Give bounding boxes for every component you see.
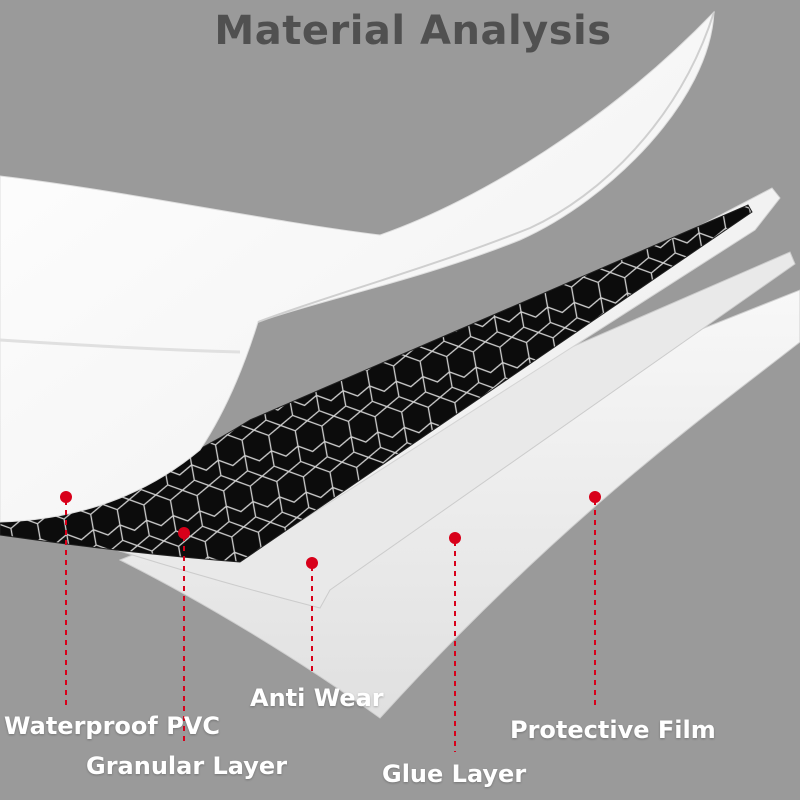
marker-dot-film [589,491,601,503]
protective-film-layer [118,289,800,719]
marker-dot-anti-wear [306,557,318,569]
label-glue-layer: Glue Layer [382,760,527,788]
waterproof-pvc-sheet [0,10,715,523]
marker-dot-glue [449,532,461,544]
pvc-fold-shadow [0,338,241,354]
marker-dot-pvc [60,491,72,503]
page-title: Material Analysis [214,8,612,54]
label-protective-film: Protective Film [510,716,716,744]
marker-dot-granular [178,527,190,539]
label-waterproof-pvc: Waterproof PVC [4,712,220,740]
pvc-curl-edge [257,11,715,323]
label-anti-wear: Anti Wear [250,684,384,712]
label-granular-layer: Granular Layer [86,752,288,780]
